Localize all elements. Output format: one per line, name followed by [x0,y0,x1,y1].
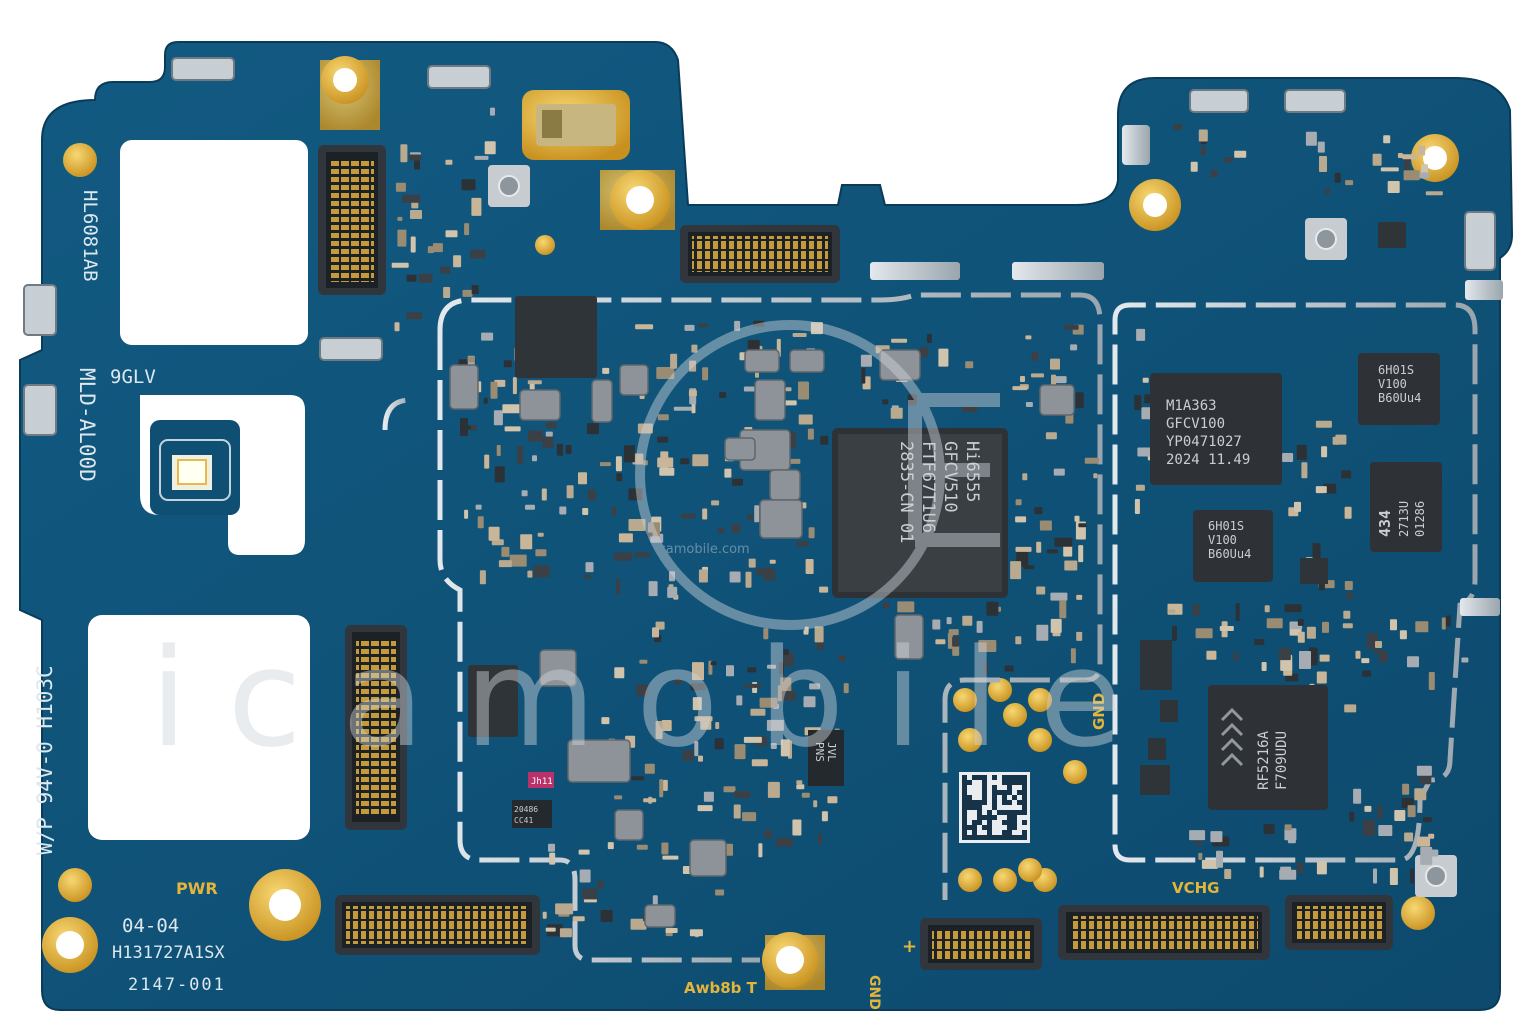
watermark: icamobile icamobile.com [150,320,1162,777]
connector-bottom-right-small [1285,895,1393,950]
svg-text:GND: GND [1090,693,1108,730]
svg-text:CC41: CC41 [514,816,533,825]
gh01-top-marking: 6H01S V100 B60Uu4 [1378,363,1421,405]
data-matrix-code [959,772,1030,843]
connector-left-middle [345,625,407,830]
svg-text:GFCV510: GFCV510 [940,441,960,513]
svg-text:icamobile: icamobile [150,620,1162,777]
chip-rf-left [1150,373,1282,485]
mounting-hole [63,143,97,177]
chip-434 [1370,462,1442,552]
coax-connectors [488,165,1457,897]
svg-text:6H01S: 6H01S [1378,363,1414,377]
svg-text:GFCV100: GFCV100 [1166,416,1225,432]
gh01-mid-marking: 6H01S V100 B60Uu4 [1208,519,1251,561]
small-chip-markings: Jh11 20486 CC41 JVL PNS [512,730,844,828]
svg-text:VCHG: VCHG [1172,879,1219,897]
rf5216-marking: RF5216A F709UDU [1256,730,1290,790]
spring-contacts [23,57,1496,436]
svg-text:6H01S: 6H01S [1208,519,1244,533]
svg-text:V100: V100 [1378,377,1407,391]
svg-text:PNS: PNS [813,742,826,762]
svg-text:2713U: 2713U [1397,501,1411,537]
svg-text:9GLV: 9GLV [110,366,156,388]
svg-text:F709UDU: F709UDU [1274,731,1290,790]
chip-misc [468,222,1406,795]
pmu-marking: Hi6555 GFCV510 FTF67T1U6 2835-CN 01 [896,441,982,543]
svg-text:RF5216A: RF5216A [1256,730,1272,790]
svg-text:20486: 20486 [514,805,538,814]
shield-clips [870,125,1503,616]
svg-text:MLD-AL00D: MLD-AL00D [75,368,99,482]
svg-text:M1A363: M1A363 [1166,398,1217,414]
cutout-bottom-left [88,615,310,840]
connector-top-center [680,225,840,283]
svg-text:01286: 01286 [1413,501,1427,537]
connector-top-left [318,145,386,295]
svg-text:GND: GND [866,975,882,1010]
svg-text:2835-CN 01: 2835-CN 01 [896,441,916,543]
chip-rf5216 [1208,685,1328,810]
rf-left-marking: M1A363 GFCV100 YP0471027 2024 11.49 [1166,398,1250,468]
svg-text:JVL: JVL [825,742,838,762]
svg-text:Awb8b T: Awb8b T [684,979,758,997]
silkscreen: HL6081AB 9GLV MLD-AL00D W/P 94V-0 H103C … [33,190,226,995]
svg-text:icamobile.com: icamobile.com [655,542,750,557]
connector-bottom-left [335,895,540,955]
chip-434-marking: 434 2713U 01286 [1376,501,1427,537]
svg-text:YP0471027: YP0471027 [1166,434,1242,450]
svg-text:Jh11: Jh11 [531,777,553,787]
mounting-hole [535,235,555,255]
mounting-hole [1063,760,1087,784]
flash-led [159,439,231,501]
svg-text:434: 434 [1376,510,1394,537]
crystal-oscillator [522,90,630,160]
chip-pmu [832,428,1008,598]
connector-bottom-mid [920,918,1042,970]
svg-text:HL6081AB: HL6081AB [79,190,101,282]
shield-frames [382,292,1478,963]
mounting-hole [58,868,92,902]
chip-gh01-top [1358,353,1440,425]
cutout-top-left [120,140,308,345]
svg-text:Hi6555: Hi6555 [962,441,982,502]
gold-labels: PWR VCHG GND GND Awb8b T + [176,693,1219,1010]
svg-text:FTF67T1U6: FTF67T1U6 [918,441,938,533]
svg-text:2147-001: 2147-001 [128,975,226,995]
mounting-hole [1401,896,1435,930]
svg-text:V100: V100 [1208,533,1237,547]
svg-text:2024 11.49: 2024 11.49 [1166,452,1250,468]
svg-text:B60Uu4: B60Uu4 [1208,547,1251,561]
connector-bottom-right-long [1058,905,1270,960]
svg-text:W/P 94V-0 H103C: W/P 94V-0 H103C [33,665,57,855]
svg-text:PWR: PWR [176,879,218,898]
svg-text:+: + [902,936,917,957]
svg-text:H131727A1SX: H131727A1SX [112,943,225,963]
chip-gh01-mid [1193,510,1273,582]
svg-text:B60Uu4: B60Uu4 [1378,391,1421,405]
svg-text:04-04: 04-04 [122,915,179,937]
